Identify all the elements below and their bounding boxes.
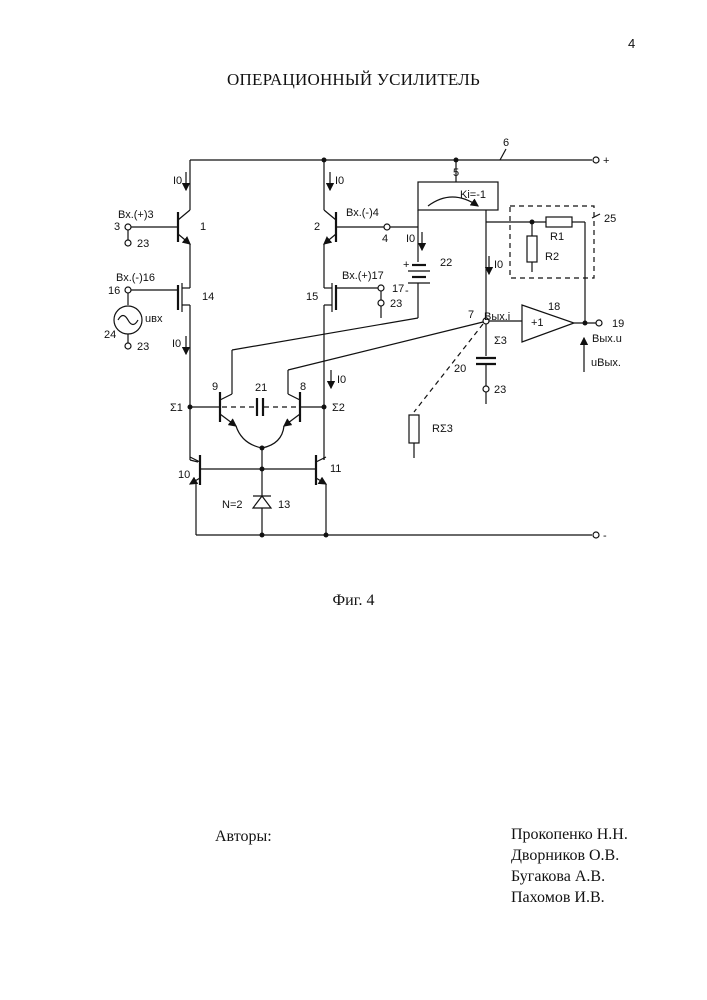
node-9: 9 [212,381,218,393]
label-i0-15: I0 [337,374,346,386]
current-mirror-5 [418,160,498,318]
author-name: Прокопенко Н.Н. [511,826,628,844]
author-name: Дворников О.В. [511,847,619,865]
label-vyx-i: Вых.i [484,311,510,323]
label-minus-rail: - [603,530,607,542]
node-1: 1 [200,221,206,233]
node-4: 4 [382,233,388,245]
label-batt-minus: - [405,285,409,297]
label-i0-22: I0 [406,233,415,245]
node-2: 2 [314,221,320,233]
transistor-14 [114,283,190,460]
label-r-sigma3: RΣ3 [432,423,453,435]
label-r2: R2 [545,251,559,263]
node-5: 5 [453,167,459,179]
label-i0-14: I0 [172,338,181,350]
node-20: 20 [454,363,466,375]
node-15: 15 [306,291,318,303]
transistor-10 [190,455,316,535]
differential-pair-9-8 [188,350,327,468]
node-25: 25 [604,213,616,225]
label-sigma3: Σ3 [494,335,507,347]
label-u-vyx: uВых. [591,357,621,369]
figure-caption: Фиг. 4 [0,592,707,610]
label-sigma1: Σ1 [170,402,183,414]
label-batt-plus: + [403,259,409,271]
node-22: 22 [440,257,452,269]
label-n-eq-2: N=2 [222,499,243,511]
node-17: 17 [392,283,404,295]
node-24: 24 [104,329,116,341]
node-18: 18 [548,301,560,313]
node-23-d: 23 [494,384,506,396]
label-buffer-gain: +1 [531,317,544,329]
author-name: Бугакова А.В. [511,868,605,886]
node-11: 11 [330,463,341,475]
author-name: Пахомов И.В. [511,889,605,907]
node-23-b: 23 [137,341,149,353]
label-ki: Ki=-1 [460,189,486,201]
node-13: 13 [278,499,290,511]
node-10: 10 [178,469,190,481]
node-14: 14 [202,291,214,303]
node-6: 6 [503,137,509,149]
label-i0-7: I0 [494,259,503,271]
authors-label: Авторы: [215,828,272,846]
label-vyx-u: Вых.u [592,333,622,345]
label-vx-plus-17: Вх.(+)17 [342,270,384,282]
resistor-r-sigma3 [409,415,419,458]
label-vx-minus-4: Вх.(-)4 [346,207,379,219]
label-sigma2: Σ2 [332,402,345,414]
label-vx-minus-16: Вх.(-)16 [116,272,155,284]
node-21: 21 [255,382,267,394]
buffer-18 [522,222,602,372]
node-23-a: 23 [137,238,149,250]
node-23-c: 23 [390,298,402,310]
positive-rail [190,149,599,163]
node-16: 16 [108,285,120,297]
transistor-15 [324,283,384,460]
label-i0-2: I0 [335,175,344,187]
label-r1: R1 [550,231,564,243]
capacitor-20 [476,358,496,404]
negative-rail [196,532,599,538]
label-u-vx: uвх [145,313,163,325]
label-plus-rail: + [603,155,609,167]
node-19: 19 [612,318,624,330]
diode-13 [253,469,271,535]
transistor-11 [260,455,327,535]
label-vx-plus-3: Вх.(+)3 [118,209,154,221]
node-3: 3 [114,221,120,233]
node-8: 8 [300,381,306,393]
node-7: 7 [468,309,474,321]
schematic-labels: Вых.i Ki=-1 +1 R1 R2 RΣ3 N=2 Σ1 Σ2 Σ3 uв… [104,137,624,542]
label-i0-1: I0 [173,175,182,187]
